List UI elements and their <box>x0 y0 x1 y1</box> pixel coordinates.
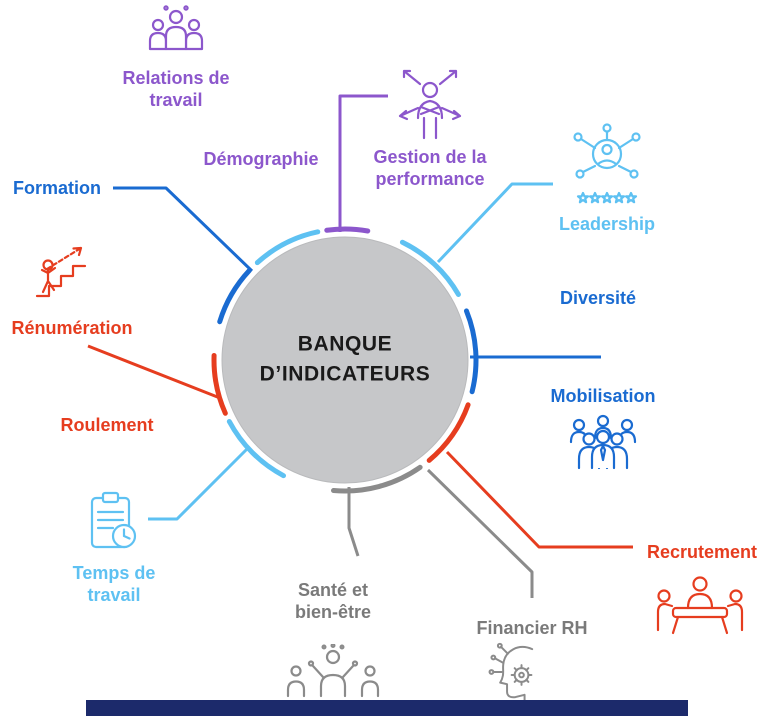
clipboard-clock-icon <box>87 490 141 554</box>
line-leadership <box>436 182 553 264</box>
arc-recrutement <box>211 226 479 494</box>
label-renumeration: Rénumération <box>11 318 133 338</box>
line-renumeration <box>87 344 221 400</box>
label-leadership: Leadership <box>558 214 656 234</box>
arc-bottom <box>211 226 479 494</box>
line-formation <box>113 186 254 273</box>
center-title: BANQUE D’INDICATEURS <box>260 330 431 391</box>
line-recrutement <box>445 450 633 549</box>
arc-mobilisation <box>211 226 479 494</box>
center-title-line2: D’INDICATEURS <box>259 363 431 386</box>
label-relations: Relations de travail <box>122 68 230 110</box>
line-temps <box>148 447 249 521</box>
spoke-lines <box>87 94 633 598</box>
label-financier: Financier RH <box>476 618 588 638</box>
wellness-people-icon <box>283 644 383 702</box>
center-title-line1: BANQUE <box>297 332 393 356</box>
network-person-stars-icon <box>567 122 647 208</box>
arc-leadership <box>211 226 479 494</box>
label-formation: Formation <box>13 178 101 198</box>
arc-formation <box>211 226 479 494</box>
arc-temps <box>211 226 479 494</box>
arc-demographie <box>211 226 479 494</box>
label-performance: Gestion de la performance <box>373 147 487 189</box>
label-recrutement: Recrutement <box>646 542 758 562</box>
footer-bar <box>86 700 688 716</box>
label-mobilisation: Mobilisation <box>550 386 656 406</box>
arc-top-left <box>211 226 479 494</box>
center-circle <box>221 236 469 484</box>
stairs-arrow-person-icon <box>33 240 95 298</box>
label-diversite: Diversité <box>559 288 637 308</box>
head-gear-icon <box>488 640 552 707</box>
line-sante <box>347 487 360 557</box>
label-temps: Temps de travail <box>72 563 156 605</box>
label-sante: Santé et bien-être <box>294 580 372 622</box>
label-roulement: Roulement <box>60 415 154 435</box>
person-arrows-icon <box>394 66 466 144</box>
label-demographie: Démographie <box>203 149 319 169</box>
crowd-icon <box>561 412 645 472</box>
line-financier <box>426 468 534 598</box>
circle-arcs <box>211 226 479 494</box>
line-demographie <box>338 94 388 232</box>
arc-renumeration <box>211 226 479 494</box>
team-people-icon <box>144 4 208 58</box>
meeting-table-icon <box>655 568 745 636</box>
